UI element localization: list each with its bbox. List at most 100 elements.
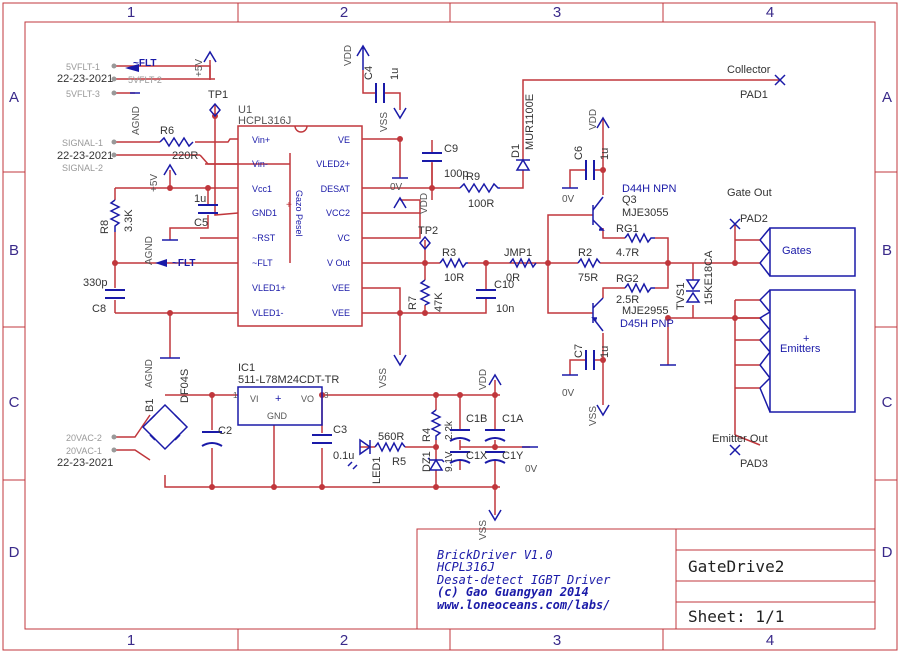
p5v-label-a: +5V: [194, 59, 205, 77]
c5-capacitor: 1u C5: [194, 193, 218, 229]
vdd-label-b: VDD: [419, 193, 430, 214]
col-label-2: 2: [340, 4, 348, 21]
dz1-ref: DZ1: [421, 451, 433, 472]
rg2-resistor: RG2 2.5R: [616, 273, 655, 306]
col-label-3-bottom: 3: [553, 632, 561, 649]
row-label-a: A: [9, 89, 19, 106]
u1-body: [237, 125, 363, 327]
c8-value: 330p: [83, 277, 107, 289]
connector-dates: 22-23-2021 22-23-2021 22-23-2021: [57, 73, 113, 469]
vss-arrow-a: [393, 107, 407, 120]
tvs1-value: 15KE18CA: [703, 250, 715, 305]
r5-resistor: 560R R5: [374, 431, 406, 468]
conn-20vac-1: 20VAC-1: [66, 446, 102, 456]
r3-resistor: R3 10R: [439, 247, 468, 284]
c5-value: 1u: [194, 193, 206, 205]
jmp1-ref: JMP1: [504, 247, 532, 259]
c10-value: 10n: [496, 303, 514, 315]
u1-left-pins: Vin+ Vin- Vcc1 GND1 ~RST ~FLT VLED1+ VLE…: [252, 135, 286, 318]
ov-label-d: 0V: [525, 464, 538, 475]
dz1-value: 9.1V: [444, 451, 455, 472]
r5-ref: R5: [392, 456, 406, 468]
conn-signal-1: SIGNAL-1: [62, 138, 103, 148]
c6-capacitor: C6 1u: [573, 146, 611, 180]
sheet-number: Sheet: 1/1: [688, 607, 784, 626]
row-label-b-right: B: [882, 242, 892, 259]
jmp1-value: 0R: [506, 272, 520, 284]
vdd-arrow-c: [596, 116, 610, 129]
vdd-arrow-d: [488, 373, 502, 386]
row-label-c-right: C: [882, 394, 893, 411]
b1-ref: B1: [144, 399, 156, 412]
emitters-plus: +: [803, 333, 809, 345]
conn-5vflt-3: 5VFLT-3: [66, 89, 100, 99]
q4-part: MJE2955: [622, 305, 668, 317]
u1-ref: U1: [238, 104, 252, 116]
r7-resistor: R7 47K: [407, 279, 445, 312]
rg2-value: 2.5R: [616, 294, 639, 306]
rg2-ref: RG2: [616, 273, 639, 285]
u1-pin-flt: ~FLT: [252, 258, 273, 268]
c10-capacitor: C10 10n: [476, 279, 514, 315]
pad1-label: PAD1: [740, 89, 768, 101]
pad1: Collector PAD1: [727, 64, 786, 101]
c8-ref: C8: [92, 303, 106, 315]
gates-label: Gates: [782, 245, 812, 257]
agnd-label-a: AGND: [131, 106, 142, 135]
p5v-symbol-a: +5V: [194, 50, 217, 78]
col-label-3: 3: [553, 4, 561, 21]
emitters-connector: [759, 289, 856, 413]
tvs1-ref: TVS1: [675, 282, 687, 310]
u1-pin-vcc1: Vcc1: [252, 184, 272, 194]
c4-value: 1u: [389, 68, 401, 80]
q4-transistor: [591, 297, 604, 332]
u1-pin-vee-2: VEE: [332, 308, 350, 318]
r4-ref: R4: [421, 428, 433, 442]
u1-pin-gnd1: GND1: [252, 208, 277, 218]
title-line-2: HCPL316J: [436, 560, 495, 574]
pad3: Emitter Out PAD3: [712, 433, 768, 470]
row-label-a-right: A: [882, 89, 892, 106]
c2-ref: C2: [218, 425, 232, 437]
junctions: [112, 113, 738, 490]
vdd-label-c: VDD: [588, 109, 599, 130]
vdd-arrow-a: [356, 44, 370, 70]
r7-ref: R7: [407, 296, 419, 310]
c7-value: 1u: [599, 346, 611, 358]
pad2-label: PAD2: [740, 213, 768, 225]
conn-20vac-2: 20VAC-2: [66, 433, 102, 443]
c1b-ref: C1B: [466, 413, 487, 425]
emitters-label: Emitters: [780, 343, 821, 355]
agnd-label-b: AGND: [144, 236, 155, 265]
title-line-5: www.loneoceans.com/labs/: [437, 598, 610, 612]
c4-capacitor: C4 1u: [363, 66, 401, 103]
flt-label-top: ~FLT: [133, 58, 156, 69]
p5v-label-b: +5V: [149, 174, 160, 192]
u1-pin-ve: VE: [338, 135, 350, 145]
b1-bridge: [141, 403, 189, 451]
tp2: TP2: [418, 225, 438, 251]
ic1-plus: +: [275, 393, 281, 405]
r6-ref: R6: [160, 125, 174, 137]
u1-pin-vled1-minus: VLED1-: [252, 308, 284, 318]
ov-label-b: 0V: [562, 194, 575, 205]
row-label-c: C: [9, 394, 20, 411]
p5v-symbol-b: +5V: [149, 163, 177, 192]
col-label-2-bottom: 2: [340, 632, 348, 649]
r6-resistor: R6 220R: [159, 125, 198, 162]
r2-value: 75R: [578, 272, 598, 284]
q3-part: MJE3055: [622, 207, 668, 219]
gate-out-label: Gate Out: [727, 187, 772, 199]
gates-connector: [759, 227, 856, 277]
c1-capacitors: [449, 429, 506, 464]
ov-label-c: 0V: [562, 388, 575, 399]
date-label-1: 22-23-2021: [57, 73, 113, 85]
r4-value: 2.2k: [444, 420, 455, 440]
frame-labels: 1 2 3 4 1 2 3 4 A B C D A B C D: [9, 4, 893, 649]
connector-labels: 5VFLT-1 5VFLT-2 5VFLT-3 SIGNAL-1 SIGNAL-…: [62, 62, 162, 456]
vss-arrow-d: [488, 509, 502, 522]
ic1-vo: VO: [301, 394, 314, 404]
tp2-label: TP2: [418, 225, 438, 237]
q3-type: D44H NPN: [622, 183, 676, 195]
